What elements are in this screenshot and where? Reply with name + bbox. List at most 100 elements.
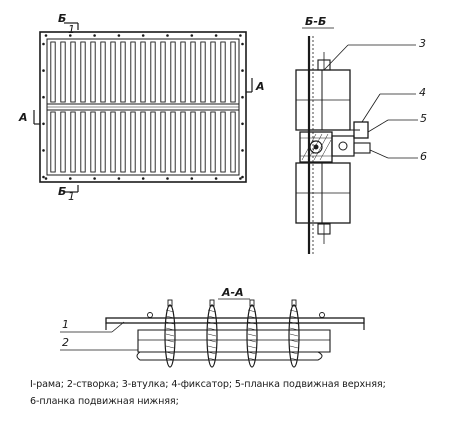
svg-text:1: 1 bbox=[62, 318, 69, 331]
callout-3: 3 bbox=[323, 37, 426, 71]
slat bbox=[230, 41, 236, 103]
slat bbox=[120, 111, 126, 173]
slat bbox=[80, 41, 86, 103]
slat bbox=[140, 41, 146, 103]
legend-line-2: 6-планка подвижная нижняя; bbox=[30, 396, 179, 407]
aa-rib bbox=[288, 304, 300, 368]
slat bbox=[130, 111, 136, 173]
frame-bolt bbox=[44, 34, 48, 37]
slat bbox=[90, 111, 96, 173]
slat bbox=[70, 111, 76, 173]
cut-mark-right-label: А bbox=[255, 80, 265, 93]
section-aa-title: А-А bbox=[221, 286, 244, 299]
slat bbox=[210, 111, 216, 173]
slat bbox=[70, 41, 76, 103]
frame-bolt bbox=[42, 122, 45, 126]
callout-4: 4 bbox=[361, 86, 426, 123]
aa-rib-hatch bbox=[247, 345, 257, 349]
slat bbox=[150, 41, 156, 103]
frame-bolt bbox=[42, 42, 45, 46]
callout-1: 1 bbox=[60, 318, 125, 333]
frame-bolt bbox=[42, 149, 45, 152]
aa-rib-hatch bbox=[207, 351, 217, 355]
slat bbox=[230, 111, 236, 173]
callout-2: 2 bbox=[60, 336, 138, 351]
svg-text:4: 4 bbox=[419, 86, 426, 99]
aa-rib-hatch bbox=[207, 357, 217, 361]
frame-bolt bbox=[44, 177, 48, 180]
frame-bolt bbox=[241, 69, 244, 72]
aa-rib-hatch bbox=[165, 357, 175, 361]
aa-rib-hatch bbox=[247, 333, 257, 337]
frame-bolt bbox=[141, 177, 145, 180]
louver-slats bbox=[50, 41, 236, 173]
aa-rib-hatch bbox=[165, 327, 175, 331]
frame-bolt bbox=[239, 177, 242, 180]
slat bbox=[200, 41, 206, 103]
aa-rib-hatch bbox=[165, 309, 175, 313]
aa-rib-hatch bbox=[289, 321, 299, 325]
frame-bolt bbox=[241, 149, 244, 152]
slat bbox=[220, 111, 226, 173]
frame-bolt bbox=[190, 177, 194, 180]
cut-mark-bottom: Б 1 bbox=[58, 185, 79, 203]
aa-rib bbox=[206, 304, 218, 368]
slat bbox=[200, 111, 206, 173]
aa-rib-hatch bbox=[247, 339, 257, 343]
slat bbox=[220, 41, 226, 103]
callout-5: 5 bbox=[367, 112, 427, 133]
frame-bolt bbox=[241, 95, 244, 99]
frame-bolt bbox=[117, 177, 121, 180]
frame-bolt bbox=[42, 69, 45, 72]
aa-rib-hatch bbox=[289, 339, 299, 343]
aa-rib-hatch bbox=[289, 327, 299, 331]
cut-mark-top-label: Б bbox=[58, 12, 66, 25]
aa-rib-hatch bbox=[289, 351, 299, 355]
aa-rib-hatch bbox=[207, 309, 217, 313]
aa-rib-cap bbox=[249, 299, 255, 307]
slat bbox=[80, 111, 86, 173]
aa-rib-hatch bbox=[247, 309, 257, 313]
svg-text:2: 2 bbox=[62, 336, 69, 349]
aa-rib bbox=[246, 304, 258, 368]
slat bbox=[190, 111, 196, 173]
frame-bolt bbox=[241, 175, 244, 179]
slat bbox=[110, 111, 116, 173]
frame-bolt bbox=[239, 34, 242, 37]
slat bbox=[50, 111, 56, 173]
frame-bolt bbox=[166, 34, 169, 37]
slat bbox=[210, 41, 216, 103]
aa-rib-hatch bbox=[207, 333, 217, 337]
aa-rib-hatch bbox=[247, 357, 257, 361]
frame-bolt bbox=[190, 34, 194, 37]
callout-6: 6 bbox=[369, 149, 427, 163]
aa-rib-cap bbox=[291, 299, 297, 307]
aa-frame bbox=[105, 317, 365, 324]
aa-rib-hatch bbox=[247, 315, 257, 319]
frame-bolt bbox=[241, 42, 244, 46]
frame-bolt bbox=[241, 122, 244, 126]
svg-text:1: 1 bbox=[68, 190, 75, 203]
slat bbox=[90, 41, 96, 103]
aa-rib-hatch bbox=[247, 351, 257, 355]
cut-mark-bottom-label: Б bbox=[58, 185, 66, 198]
slat bbox=[170, 41, 176, 103]
aa-rib-hatch bbox=[289, 315, 299, 319]
aa-rib-hatch bbox=[207, 327, 217, 331]
cut-mark-left-label: А bbox=[18, 111, 28, 124]
aa-rib-hatch bbox=[165, 339, 175, 343]
svg-text:1: 1 bbox=[68, 23, 75, 36]
frame-bolt bbox=[166, 177, 169, 180]
frame-bolt bbox=[69, 34, 72, 37]
aa-rib-hatch bbox=[165, 351, 175, 355]
aa-rib-hatch bbox=[207, 321, 217, 325]
frame-bolt bbox=[42, 175, 45, 179]
slat bbox=[160, 111, 166, 173]
aa-rib-hatch bbox=[289, 309, 299, 313]
aa-rib-hatch bbox=[247, 327, 257, 331]
slat bbox=[190, 41, 196, 103]
frame-bolt bbox=[117, 34, 121, 37]
svg-text:6: 6 bbox=[420, 150, 427, 163]
cut-mark-top: Б 1 bbox=[58, 12, 79, 36]
section-bb-title: Б-Б bbox=[305, 15, 326, 28]
